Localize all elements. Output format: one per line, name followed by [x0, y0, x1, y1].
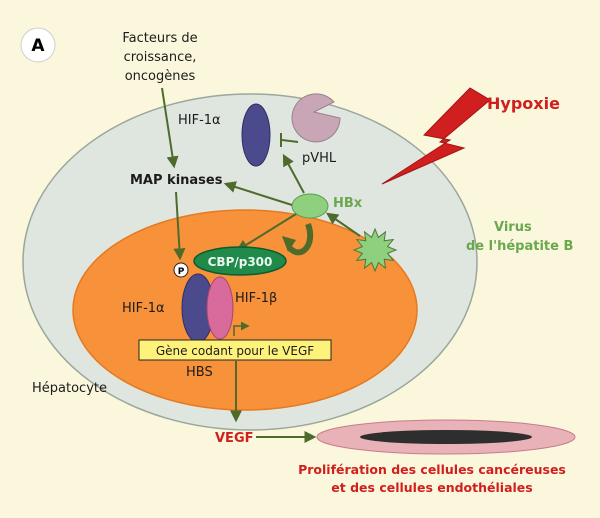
vegf-gene-label: Gène codant pour le VEGF: [156, 344, 314, 358]
growth-factors-label-2: croissance,: [124, 50, 197, 65]
cbp-p300-protein: [193, 246, 287, 276]
hif1b-protein: [206, 276, 234, 340]
arrow-virus-to-hbx: [326, 212, 361, 237]
pvhl-label: pVHL: [302, 151, 337, 166]
pvhl-protein: [291, 93, 341, 143]
map-kinases-label: MAP kinases: [130, 173, 223, 188]
curved-arrow-head: [282, 236, 296, 252]
vegf-label: VEGF: [215, 431, 254, 446]
virus-label-2: de l'hépatite B: [466, 239, 573, 254]
growth-factors-label-3: oncogènes: [125, 69, 196, 84]
inhibition-pvhl-hif1a: [281, 139, 299, 143]
vessel-lumen: [360, 430, 532, 444]
proliferation-label-1: Prolifération des cellules cancéreuses: [298, 462, 566, 477]
hif1b-label: HIF-1β: [235, 291, 277, 306]
hbx-protein: [291, 193, 329, 219]
growth-factors-label-1: Facteurs de: [122, 31, 197, 46]
hypoxie-label: Hypoxie: [487, 94, 560, 113]
vegf-gene-box: [138, 339, 332, 361]
hbx-label: HBx: [333, 196, 363, 211]
phosphate-badge: [173, 262, 189, 278]
arrow-growth-to-map: [161, 87, 179, 169]
panel-letter-badge: [20, 27, 56, 63]
virus-particle: [352, 227, 398, 273]
hbs-label: HBS: [186, 365, 213, 380]
hif1a-cytoplasm-label: HIF-1α: [178, 113, 221, 128]
hif1a-nucleus-label: HIF-1α: [122, 301, 165, 316]
hypoxia-lightning-icon: [381, 87, 491, 185]
panel-letter: A: [31, 36, 45, 56]
arrow-map-to-p: [173, 191, 186, 261]
phosphate-label: P: [178, 267, 185, 277]
arrow-hbx-up: [282, 153, 305, 194]
arrow-hbx-to-map: [223, 181, 293, 206]
proliferation-label-2: et des cellules endothéliales: [331, 480, 532, 495]
curved-arrow-hbx: [287, 222, 313, 256]
hepatocyte-label: Hépatocyte: [32, 381, 107, 396]
hif1a-cytoplasm-protein: [241, 103, 271, 167]
transcription-start-arrow: [233, 321, 250, 336]
cbp-p300-label: CBP/p300: [208, 255, 273, 269]
virus-label-1: Virus: [494, 220, 532, 235]
arrow-hbx-to-cbp: [235, 213, 297, 252]
